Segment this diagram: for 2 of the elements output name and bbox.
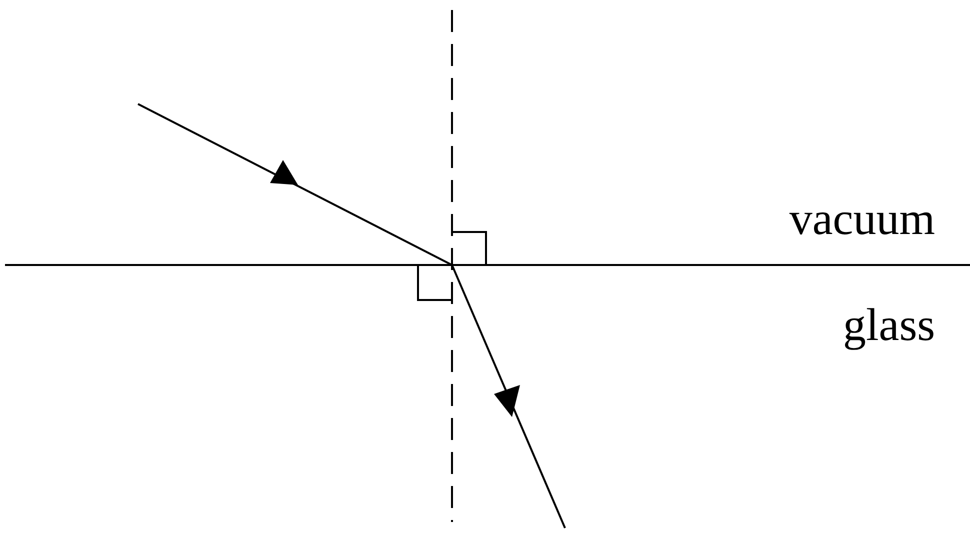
- medium-label: glass: [843, 302, 935, 348]
- medium-label: vacuum: [789, 196, 935, 242]
